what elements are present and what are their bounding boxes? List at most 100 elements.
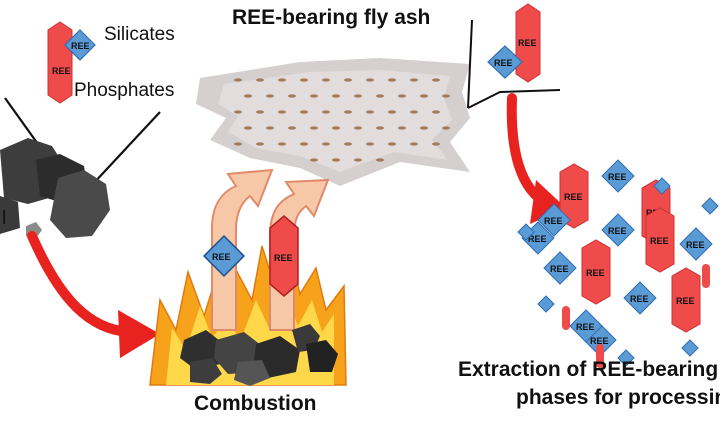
ash-speck xyxy=(420,94,428,98)
ash-speck xyxy=(344,78,352,82)
ash-speck xyxy=(388,78,396,82)
extracted-phases: REEREEREEREEREEREEREEREEREEREEREEREEREER… xyxy=(517,159,719,368)
ash-speck xyxy=(322,110,330,114)
ash-speck xyxy=(332,94,340,98)
extracted-silicate-fragment xyxy=(617,349,635,367)
zoom-silicate-crystal xyxy=(487,45,523,79)
extracted-tag: REE xyxy=(576,322,595,332)
arrow-to-combustion xyxy=(27,231,135,337)
fly-ash-cloud xyxy=(196,58,470,186)
arrow-to-combustion-head xyxy=(118,310,160,358)
ash-speck xyxy=(256,110,264,114)
extracted-silicate-crystal xyxy=(543,251,577,285)
ash-speck xyxy=(244,94,252,98)
ash-speck xyxy=(432,142,440,146)
extracted-silicate-fragment xyxy=(653,177,671,195)
extracted-phosphate-fragment xyxy=(702,264,710,288)
ash-speck xyxy=(410,110,418,114)
ash-speck xyxy=(310,126,318,130)
extracted-silicate-fragment xyxy=(517,223,535,241)
ash-speck xyxy=(388,142,396,146)
ash-specks xyxy=(234,78,450,162)
ash-speck xyxy=(234,142,242,146)
label-coal-partial: l xyxy=(2,208,7,229)
extracted-phosphate-crystal xyxy=(581,239,611,305)
ash-speck xyxy=(256,78,264,82)
arrow-to-extraction-head xyxy=(530,180,566,224)
ash-speck xyxy=(256,142,264,146)
extracted-silicate-crystal xyxy=(569,309,603,343)
extracted-tag: REE xyxy=(528,234,547,244)
extracted-tag: REE xyxy=(590,336,609,346)
ash-speck xyxy=(432,110,440,114)
ash-speck xyxy=(366,142,374,146)
extracted-silicate-crystal xyxy=(537,203,571,237)
zoom-silicate-tag: REE xyxy=(494,58,513,68)
extracted-silicate-crystal xyxy=(601,159,635,193)
extracted-silicate-fragment xyxy=(701,197,719,215)
label-fly-ash: REE-bearing fly ash xyxy=(232,6,431,29)
ash-speck xyxy=(354,126,362,130)
flyash-zoom: REE REE xyxy=(467,3,561,109)
ash-speck xyxy=(322,142,330,146)
ash-speck xyxy=(344,110,352,114)
ash-speck xyxy=(332,126,340,130)
extracted-silicate-crystal xyxy=(623,281,657,315)
ash-speck xyxy=(310,158,318,162)
extracted-tag: REE xyxy=(650,236,669,246)
ash-speck xyxy=(442,126,450,130)
ash-speck xyxy=(410,142,418,146)
ash-speck xyxy=(366,78,374,82)
label-combustion: Combustion xyxy=(194,392,317,415)
extracted-phosphate-crystal xyxy=(671,267,701,333)
extracted-phosphate-fragment xyxy=(596,344,604,368)
extracted-silicate-fragment xyxy=(681,339,699,357)
label-silicates: Silicates xyxy=(104,24,175,45)
extracted-tag: REE xyxy=(630,294,649,304)
ash-speck xyxy=(266,94,274,98)
ash-speck xyxy=(234,78,242,82)
ash-speck xyxy=(376,126,384,130)
ash-speck xyxy=(332,158,340,162)
silicate-crystal xyxy=(64,29,96,61)
phosphate-crystal xyxy=(47,21,73,104)
label-extraction-line2: phases for processing xyxy=(516,386,720,409)
ash-speck xyxy=(278,142,286,146)
ash-speck xyxy=(288,94,296,98)
ash-speck xyxy=(310,94,318,98)
silicate-tag: REE xyxy=(71,41,90,51)
ash-speck xyxy=(410,78,418,82)
extracted-silicate-crystal xyxy=(601,213,635,247)
updraft-silicate-tag: REE xyxy=(212,252,231,262)
ash-speck xyxy=(442,94,450,98)
ash-speck xyxy=(244,126,252,130)
ash-speck xyxy=(322,78,330,82)
ash-speck xyxy=(388,110,396,114)
ash-speck xyxy=(376,158,384,162)
coal-lumps xyxy=(0,138,110,238)
updraft-arrow-left xyxy=(211,168,274,331)
ash-speck xyxy=(300,78,308,82)
ash-speck xyxy=(300,110,308,114)
updraft-phosphate-crystal xyxy=(269,215,299,297)
extracted-phosphate-crystal xyxy=(645,207,675,273)
phosphate-tag: REE xyxy=(52,66,71,76)
ash-speck xyxy=(278,78,286,82)
ash-speck xyxy=(376,94,384,98)
extracted-tag: REE xyxy=(544,216,563,226)
ash-speck xyxy=(300,142,308,146)
ash-speck xyxy=(266,126,274,130)
ash-speck xyxy=(398,94,406,98)
updraft-phosphate-tag: REE xyxy=(274,253,293,263)
ash-speck xyxy=(278,110,286,114)
label-extraction-line1: Extraction of REE-bearing xyxy=(458,358,719,381)
updraft-silicate-crystal xyxy=(202,234,246,278)
ash-speck xyxy=(432,78,440,82)
burning-coal xyxy=(180,324,338,386)
ash-speck xyxy=(366,110,374,114)
extracted-tag: REE xyxy=(586,268,605,278)
ash-speck xyxy=(234,110,242,114)
ash-speck xyxy=(354,158,362,162)
